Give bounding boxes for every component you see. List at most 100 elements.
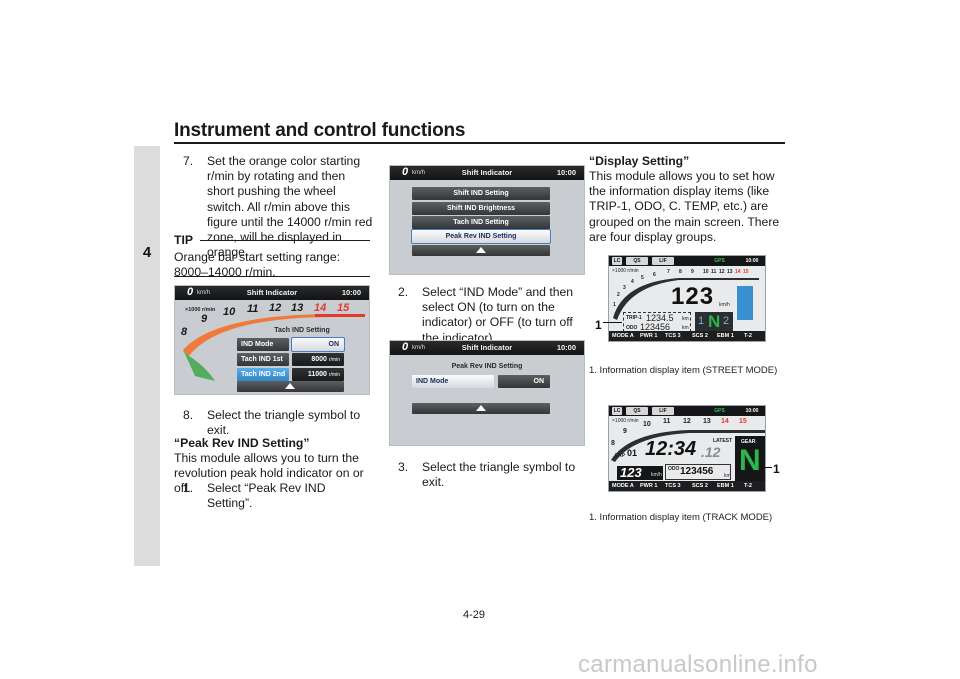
tach-number: 10	[223, 306, 236, 318]
speed-unit: km/h	[719, 302, 730, 308]
gps-indicator: GPS	[714, 258, 725, 264]
tach-number: 14	[721, 418, 729, 425]
tach-number: 15	[337, 302, 350, 314]
exit-triangle-button[interactable]	[412, 403, 550, 414]
tach-number: 7	[667, 269, 670, 275]
mode-bar: MODE A PWR 1 TCS 3 SCS 2 EBM 1 T-2	[609, 481, 765, 491]
submenu-title: Peak Rev IND Setting	[451, 363, 523, 370]
value-number: 8000	[311, 356, 327, 363]
clock: 10:00	[745, 408, 759, 414]
section-tab: 4	[134, 146, 160, 566]
qs-indicator: QS	[626, 407, 648, 415]
tcs-indicator: TCS 3	[665, 333, 681, 339]
step-text: Set the orange color starting r/min by r…	[207, 154, 373, 260]
display-title: Shift Indicator	[246, 288, 298, 297]
tach-arc	[611, 430, 765, 462]
triangle-icon	[476, 247, 486, 253]
scs-indicator: SCS 2	[692, 333, 708, 339]
trip-label: TRIP-1	[626, 315, 642, 321]
tach-number: 15	[743, 269, 749, 275]
display-top-bar: 0 km/h Shift Indicator 10:00	[175, 286, 369, 300]
section-heading-peak-rev: “Peak Rev IND Setting”	[174, 436, 310, 450]
step-number: 7.	[183, 154, 194, 168]
menu-shift-ind-setting[interactable]: Shift IND Setting	[412, 187, 550, 200]
odo-label: ODO	[626, 325, 638, 331]
tip-label: TIP	[174, 233, 193, 247]
tach-number: 14	[735, 269, 741, 275]
clock: 10:00	[556, 343, 576, 352]
clock: 10:00	[556, 168, 576, 177]
step-number: 3.	[398, 460, 409, 474]
trip-value: 1234.5	[646, 313, 674, 323]
display-setting-description: This module allows you to set how the in…	[589, 169, 780, 244]
callout-leader-line	[603, 322, 622, 323]
page-number: 4-29	[463, 609, 486, 621]
speed-readout: 0	[402, 341, 409, 353]
tach-number: 14	[314, 302, 327, 314]
odo-value: 123456	[640, 322, 671, 332]
tip-rule-bottom	[174, 276, 370, 277]
tach-number: 11	[663, 418, 671, 425]
qs-indicator: QS	[626, 257, 648, 265]
speed-unit: km/h	[651, 472, 662, 478]
lc-indicator: LC	[612, 257, 622, 265]
value-unit: r/min	[328, 372, 340, 378]
tach-number: 9	[691, 269, 694, 275]
page-title: Instrument and control functions	[174, 120, 466, 141]
tach-number: 1	[613, 302, 616, 308]
ind-mode-value[interactable]: ON	[291, 337, 345, 352]
gear-label: GEAR	[741, 439, 756, 445]
odo-value: 123456	[680, 466, 714, 477]
section-tab-number: 4	[142, 244, 152, 261]
ind-mode-label[interactable]: IND Mode	[237, 338, 289, 351]
peak-rev-description: This module allows you to turn the revol…	[174, 451, 364, 496]
step-number: 8.	[183, 408, 194, 422]
tach-number: 9	[201, 313, 208, 325]
ind-mode-value[interactable]: ON	[498, 375, 550, 388]
tach-number: 6	[653, 272, 656, 278]
menu-peak-rev-ind-setting[interactable]: Peak Rev IND Setting	[411, 229, 551, 244]
exit-triangle-button[interactable]	[412, 245, 550, 256]
triangle-icon	[476, 405, 486, 411]
menu-shift-ind-brightness[interactable]: Shift IND Brightness	[412, 202, 550, 215]
ebm-indicator: EBM 1	[717, 483, 734, 489]
caption-track-mode: 1. Information display item (TRACK MODE)	[589, 512, 773, 523]
odo-unit: km	[682, 325, 689, 331]
speed-unit: km/h	[197, 290, 211, 296]
gear-box	[735, 436, 765, 482]
tach-number: 9	[623, 428, 627, 435]
tach-ind-2nd-label[interactable]: Tach IND 2nd	[237, 368, 289, 381]
menu-tach-ind-setting[interactable]: Tach IND Setting	[412, 216, 550, 229]
exit-triangle-button[interactable]	[237, 381, 344, 392]
clock: 10:00	[341, 288, 361, 297]
speed-unit: km/h	[412, 345, 426, 351]
step-text: Select “IND Mode” and then select ON (to…	[422, 285, 574, 345]
indicator-bar: LC QS LIF GPS 10:00	[609, 256, 765, 266]
caption-street-mode: 1. Information display item (STREET MODE…	[589, 365, 778, 376]
rpm-scale-label: ×1000 r/min	[612, 268, 639, 274]
speed-readout: 123	[671, 283, 715, 310]
speed-readout: 123	[620, 465, 642, 480]
callout-1-track: 1	[773, 462, 780, 476]
rpm-scale-label: ×1000 r/min	[612, 418, 639, 424]
trip-unit: km	[682, 316, 689, 322]
speed-box: 123 km/h	[617, 465, 663, 480]
tach-ind-setting-display: 0 km/h Shift Indicator 10:00 ×1000 r/min…	[174, 285, 370, 395]
odo-label: ODO	[668, 466, 680, 472]
ind-mode-label[interactable]: IND Mode	[412, 375, 494, 388]
mode-bar: MODE A PWR 1 TCS 3 SCS 2 EBM 1 T-2	[609, 331, 765, 341]
tach-ind-1st-value[interactable]: 8000 r/min	[292, 353, 344, 366]
tach-number: 11	[247, 303, 259, 315]
tach-ind-1st-label[interactable]: Tach IND 1st	[237, 353, 289, 366]
ebm-indicator: EBM 1	[717, 333, 734, 339]
scs-indicator: SCS 2	[692, 483, 708, 489]
header-rule	[174, 142, 785, 144]
section-heading-display-setting: “Display Setting”	[589, 154, 690, 168]
track-mode-screen: LC QS LIF GPS 10:00 ×1000 r/min 8 9 10 1…	[608, 405, 766, 492]
tach-ind-2nd-value[interactable]: 11000 r/min	[292, 368, 344, 381]
tachometer-arc	[611, 430, 765, 482]
submenu-title: Tach IND Setting	[274, 327, 330, 334]
tach-number: 8	[611, 440, 615, 447]
watermark: carmanualsonline.info	[578, 651, 818, 678]
tach-number: 8	[181, 326, 188, 338]
